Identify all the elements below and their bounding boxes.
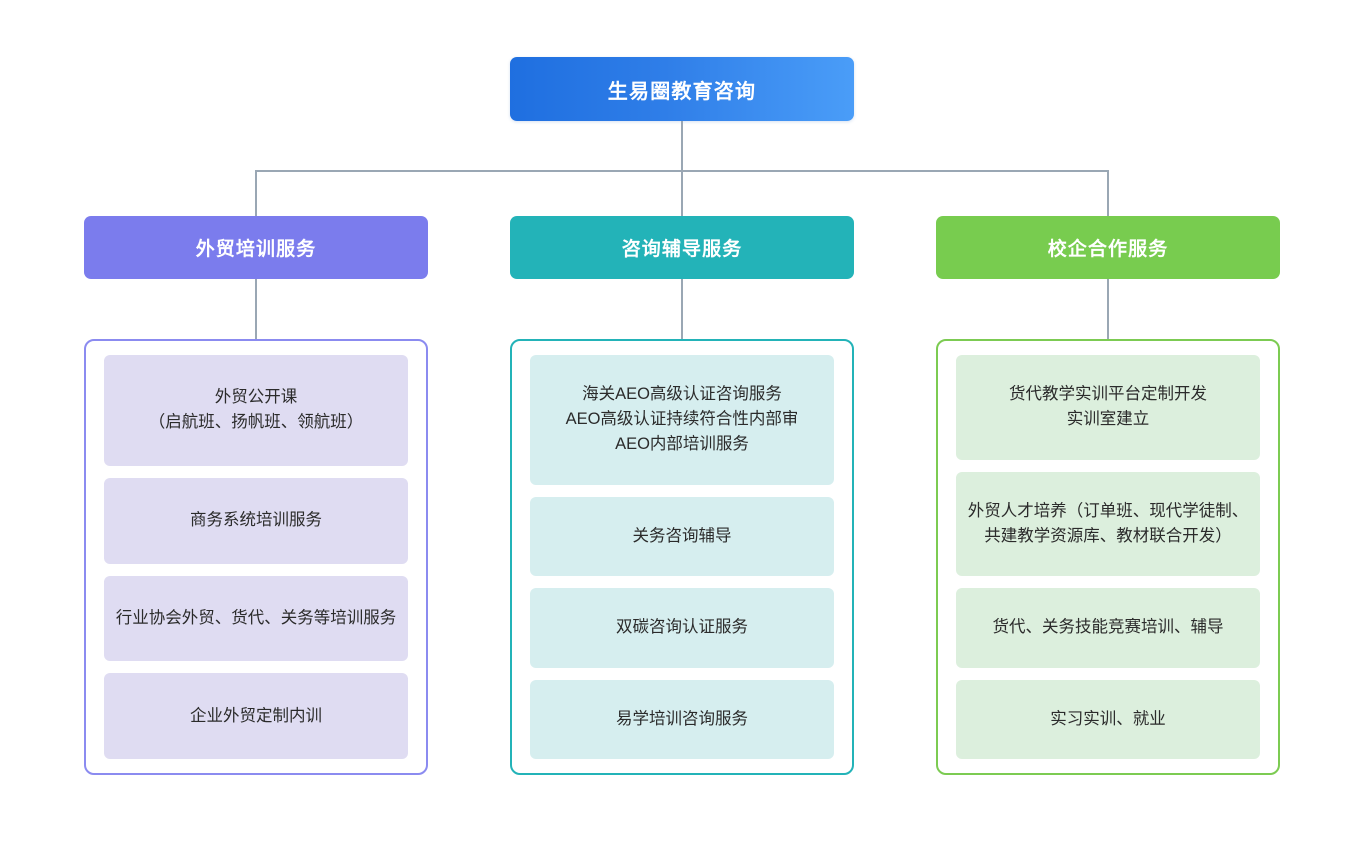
leaf-item-label: 关务咨询辅导 (632, 526, 732, 545)
leaf-item[interactable]: 商务系统培训服务 (104, 477, 408, 564)
category-header-咨询辅导服务[interactable]: 咨询辅导服务 (510, 216, 854, 279)
leaf-item[interactable]: 行业协会外贸、货代、关务等培训服务 (104, 575, 408, 662)
connector-header-0-to-box (255, 279, 257, 339)
category-box-外贸培训服务: 外贸公开课 （启航班、扬帆班、领航班） 商务系统培训服务 行业协会外贸、货代、关… (84, 339, 428, 775)
leaf-item-label: 货代教学实训平台定制开发 实训室建立 (1009, 385, 1207, 429)
connector-bus-to-col-1 (681, 170, 683, 216)
leaf-item-label: 海关AEO高级认证咨询服务 AEO高级认证持续符合性内部审 AEO内部培训服务 (565, 385, 799, 454)
leaf-item[interactable]: 易学培训咨询服务 (530, 679, 834, 760)
leaf-item[interactable]: 海关AEO高级认证咨询服务 AEO高级认证持续符合性内部审 AEO内部培训服务 (530, 355, 834, 485)
leaf-item[interactable]: 关务咨询辅导 (530, 496, 834, 577)
category-header-校企合作服务[interactable]: 校企合作服务 (936, 216, 1280, 279)
leaf-item[interactable]: 实习实训、就业 (956, 679, 1260, 760)
leaf-item[interactable]: 外贸公开课 （启航班、扬帆班、领航班） (104, 355, 408, 466)
category-header-label: 外贸培训服务 (195, 239, 317, 260)
category-header-外贸培训服务[interactable]: 外贸培训服务 (84, 216, 428, 279)
root-node-生易圈教育咨询[interactable]: 生易圈教育咨询 (510, 57, 854, 121)
connector-bus-to-col-2 (1107, 170, 1109, 216)
leaf-item[interactable]: 货代、关务技能竞赛培训、辅导 (956, 588, 1260, 668)
leaf-item-label: 外贸公开课 （启航班、扬帆班、领航班） (148, 388, 364, 432)
connector-header-1-to-box (681, 279, 683, 339)
connector-root-down (681, 121, 683, 171)
leaf-item-label: 货代、关务技能竞赛培训、辅导 (992, 618, 1224, 637)
leaf-item-label: 企业外贸定制内训 (190, 706, 322, 725)
leaf-item[interactable]: 企业外贸定制内训 (104, 673, 408, 760)
root-node-label: 生易圈教育咨询 (607, 80, 757, 103)
leaf-item-label: 行业协会外贸、货代、关务等培训服务 (115, 608, 397, 627)
connector-bus-to-col-0 (255, 170, 257, 216)
leaf-item-label: 双碳咨询认证服务 (616, 618, 748, 637)
category-box-咨询辅导服务: 海关AEO高级认证咨询服务 AEO高级认证持续符合性内部审 AEO内部培训服务 … (510, 339, 854, 775)
category-box-校企合作服务: 货代教学实训平台定制开发 实训室建立 外贸人才培养（订单班、现代学徒制、共建教学… (936, 339, 1280, 775)
leaf-item[interactable]: 双碳咨询认证服务 (530, 588, 834, 668)
leaf-item[interactable]: 外贸人才培养（订单班、现代学徒制、共建教学资源库、教材联合开发） (956, 471, 1260, 577)
leaf-item-label: 商务系统培训服务 (190, 511, 322, 530)
connector-header-2-to-box (1107, 279, 1109, 339)
leaf-item-label: 易学培训咨询服务 (616, 709, 748, 728)
category-header-label: 校企合作服务 (1047, 239, 1169, 260)
leaf-item-label: 外贸人才培养（订单班、现代学徒制、共建教学资源库、教材联合开发） (967, 501, 1249, 545)
leaf-item[interactable]: 货代教学实训平台定制开发 实训室建立 (956, 355, 1260, 460)
category-header-label: 咨询辅导服务 (621, 239, 743, 260)
leaf-item-label: 实习实训、就业 (1050, 709, 1166, 728)
